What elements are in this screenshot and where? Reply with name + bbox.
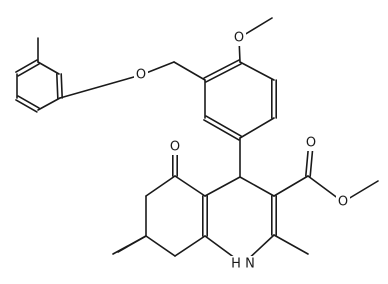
single-bond-c8-c8a [174,235,206,257]
methoxy-oxygen-label: O [234,31,244,46]
ester-carbonyl-oxygen: O [304,135,318,151]
ester-oxygen: O [336,194,350,210]
single-bond-t1-t2 [37,61,60,75]
double-bond-t2-t3 [56,73,59,99]
single-bond-c5-c6 [145,175,176,197]
double-bond-t2-t3 [60,73,63,99]
double-bond-t4-t5 [17,95,40,109]
double-bond-a1-a2 [203,59,240,79]
double-bond-a5-a6 [203,119,240,141]
single-bond-c2-me2 [273,234,309,255]
double-bond-t6-t1 [15,59,38,73]
ether-oxygen: O [134,67,148,83]
single-bond-t3-t4 [37,97,61,111]
single-bond-c_ch2-a1 [173,61,206,81]
single-bond-c4a-c4 [204,176,241,197]
single-bond-c7-c8 [145,235,176,257]
bond-layer [15,17,379,265]
ether-oxygen-label: O [136,68,146,83]
double-bond-t4-t5 [15,99,38,113]
atom-label-layer: O O O O O H N [134,30,350,272]
double-bond-a1-a2 [205,63,242,83]
single-bond-c3-c_est [273,175,309,197]
ester-oxygen-label: O [338,195,348,210]
methoxy-oxygen: O [232,30,246,46]
ester-carbonyl-oxygen-label: O [306,136,316,151]
amine-nh-label: H N [231,257,255,272]
amine-nh: H N [229,256,257,272]
single-bond-t3-o_eth [59,74,142,99]
ketone-oxygen-label: O [170,140,180,155]
ketone-oxygen: O [168,139,182,155]
single-bond-c4-c3 [239,176,275,197]
single-bond-c7-me7b [117,235,147,253]
double-bond-a5-a6 [205,115,242,137]
single-bond-a2-a3 [239,61,275,81]
single-bond-a4-a5 [239,117,275,139]
double-bond-t6-t1 [17,63,40,77]
single-bond-c4a-c5 [174,175,206,197]
